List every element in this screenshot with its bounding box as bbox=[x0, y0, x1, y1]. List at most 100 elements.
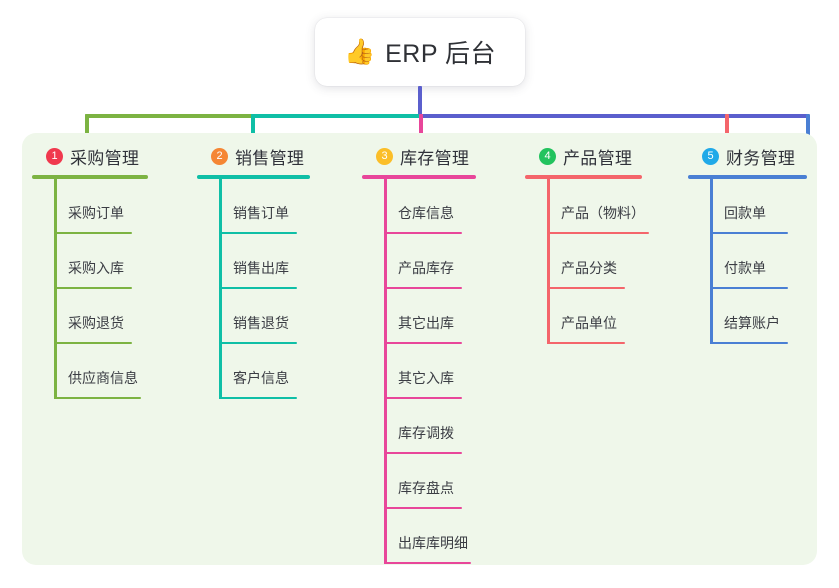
branch-title-4: 产品管理 bbox=[563, 148, 633, 168]
branch-item[interactable]: 销售出库 bbox=[197, 234, 357, 289]
branch-items-2: 销售订单销售出库销售退货客户信息 bbox=[197, 179, 357, 399]
branch-item-underline bbox=[219, 287, 297, 289]
branch-underline-5 bbox=[688, 175, 807, 179]
branch-item-label: 产品库存 bbox=[398, 260, 454, 276]
branch-item-underline bbox=[384, 452, 462, 454]
branch-underline-1 bbox=[32, 175, 148, 179]
branch-item-label: 客户信息 bbox=[233, 370, 289, 386]
branch-title-5: 财务管理 bbox=[726, 148, 796, 168]
branch-trunk-line-2 bbox=[219, 179, 222, 399]
branch-item-label: 其它出库 bbox=[398, 315, 454, 331]
branch-title-1: 采购管理 bbox=[70, 148, 140, 168]
branch-item-underline bbox=[54, 397, 141, 399]
branch-item[interactable]: 回款单 bbox=[688, 179, 838, 234]
branch-items-4: 产品（物料） 产品分类产品单位 bbox=[525, 179, 683, 344]
branch-item[interactable]: 产品单位 bbox=[525, 289, 683, 344]
branch-item[interactable]: 销售订单 bbox=[197, 179, 357, 234]
branch-item-underline bbox=[384, 562, 471, 564]
branch-item-underline bbox=[384, 507, 462, 509]
branch-underline-3 bbox=[362, 175, 476, 179]
branch-item-underline bbox=[54, 287, 132, 289]
branch-title-3: 库存管理 bbox=[400, 148, 470, 168]
branch-title-2: 销售管理 bbox=[235, 148, 305, 168]
branch-item-underline bbox=[710, 287, 788, 289]
branch-item[interactable]: 销售退货 bbox=[197, 289, 357, 344]
branch-item-underline bbox=[219, 342, 297, 344]
branch-item[interactable]: 采购订单 bbox=[32, 179, 192, 234]
branch-item-label: 回款单 bbox=[724, 205, 766, 221]
branch-item-underline bbox=[219, 397, 297, 399]
branch-trunk-line-1 bbox=[54, 179, 57, 399]
thumbs-up-icon: 👍 bbox=[343, 37, 376, 66]
branch-badge-4: 4 bbox=[539, 147, 556, 165]
branch-item-label: 销售订单 bbox=[233, 205, 289, 221]
branch-item[interactable]: 付款单 bbox=[688, 234, 838, 289]
branch-underline-2 bbox=[197, 175, 310, 179]
branch-item[interactable]: 采购入库 bbox=[32, 234, 192, 289]
branch-drop-line-1 bbox=[85, 114, 89, 150]
branch-column-4: 4 产品管理产品（物料） 产品分类产品单位 bbox=[525, 143, 683, 344]
branch-header-5[interactable]: 5 财务管理 bbox=[688, 143, 838, 169]
branch-item-underline bbox=[54, 342, 132, 344]
branch-item[interactable]: 其它出库 bbox=[362, 289, 522, 344]
branch-item-underline bbox=[219, 232, 297, 234]
branch-header-3[interactable]: 3 库存管理 bbox=[362, 143, 522, 169]
branch-item[interactable]: 库存盘点 bbox=[362, 454, 522, 509]
branch-badge-3: 3 bbox=[376, 147, 393, 165]
branch-trunk-line-4 bbox=[547, 179, 550, 344]
branch-item-label: 供应商信息 bbox=[68, 370, 138, 386]
branch-underline-4 bbox=[525, 175, 642, 179]
branch-item-label: 采购入库 bbox=[68, 260, 124, 276]
root-title: ERP 后台 bbox=[385, 40, 497, 68]
branch-column-3: 3 库存管理仓库信息产品库存其它出库其它入库库存调拨库存盘点出库库明细 bbox=[362, 143, 522, 564]
branch-header-2[interactable]: 2 销售管理 bbox=[197, 143, 357, 169]
branch-header-1[interactable]: 1 采购管理 bbox=[32, 143, 192, 169]
branch-column-1: 1 采购管理采购订单采购入库采购退货供应商信息 bbox=[32, 143, 192, 399]
branch-item-label: 库存调拨 bbox=[398, 425, 454, 441]
branch-item-underline bbox=[547, 342, 625, 344]
branch-item[interactable]: 仓库信息 bbox=[362, 179, 522, 234]
spine-segment-green bbox=[85, 114, 253, 118]
branch-drop-line-3 bbox=[419, 114, 423, 150]
branch-item-label: 采购退货 bbox=[68, 315, 124, 331]
spine-segment-blue bbox=[419, 114, 808, 118]
branch-item[interactable]: 产品分类 bbox=[525, 234, 683, 289]
branch-item[interactable]: 结算账户 bbox=[688, 289, 838, 344]
branch-drop-line-2 bbox=[251, 114, 255, 150]
branch-item-underline bbox=[384, 232, 462, 234]
branch-badge-5: 5 bbox=[702, 147, 719, 165]
root-node[interactable]: 👍 ERP 后台 bbox=[315, 18, 525, 86]
branch-badge-2: 2 bbox=[211, 147, 228, 165]
branch-item[interactable]: 出库库明细 bbox=[362, 509, 522, 564]
branch-item[interactable]: 其它入库 bbox=[362, 344, 522, 399]
branch-item-label: 销售出库 bbox=[233, 260, 289, 276]
branch-drop-line-5 bbox=[806, 114, 810, 150]
branch-item-label: 仓库信息 bbox=[398, 205, 454, 221]
branch-item[interactable]: 采购退货 bbox=[32, 289, 192, 344]
branch-item[interactable]: 产品库存 bbox=[362, 234, 522, 289]
branch-trunk-line-5 bbox=[710, 179, 713, 344]
branch-item-label: 产品（物料） bbox=[561, 205, 645, 221]
branch-item[interactable]: 客户信息 bbox=[197, 344, 357, 399]
branch-item[interactable]: 产品（物料） bbox=[525, 179, 683, 234]
spine-segment-teal bbox=[251, 114, 421, 118]
branch-badge-1: 1 bbox=[46, 147, 63, 165]
branch-item[interactable]: 供应商信息 bbox=[32, 344, 192, 399]
branch-item[interactable]: 库存调拨 bbox=[362, 399, 522, 454]
branch-trunk-line-3 bbox=[384, 179, 387, 564]
branch-item-label: 付款单 bbox=[724, 260, 766, 276]
branch-item-underline bbox=[384, 397, 462, 399]
branch-item-label: 结算账户 bbox=[724, 315, 780, 331]
branch-drop-line-4 bbox=[725, 114, 729, 150]
branch-items-1: 采购订单采购入库采购退货供应商信息 bbox=[32, 179, 192, 399]
branch-item-underline bbox=[547, 232, 649, 234]
branch-item-label: 采购订单 bbox=[68, 205, 124, 221]
branch-item-underline bbox=[547, 287, 625, 289]
branch-header-4[interactable]: 4 产品管理 bbox=[525, 143, 683, 169]
branch-item-label: 出库库明细 bbox=[398, 535, 468, 551]
branch-items-5: 回款单付款单结算账户 bbox=[688, 179, 838, 344]
branch-item-label: 销售退货 bbox=[233, 315, 289, 331]
branch-item-label: 其它入库 bbox=[398, 370, 454, 386]
branch-item-underline bbox=[384, 342, 462, 344]
